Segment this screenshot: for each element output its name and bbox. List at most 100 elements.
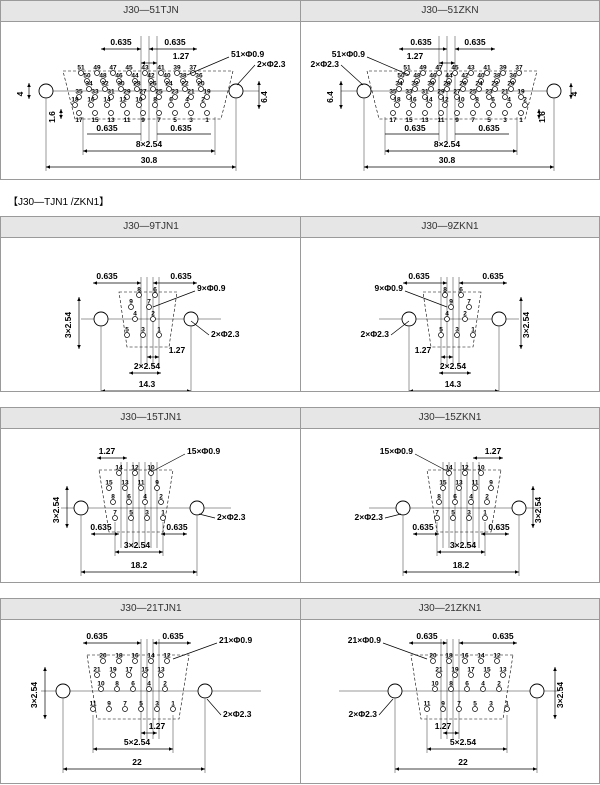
pin-number: 10 — [431, 681, 439, 688]
pin-contact — [494, 658, 500, 664]
arrow-head — [91, 532, 95, 536]
mounting-hole — [356, 83, 372, 99]
pin-number: 2 — [485, 494, 489, 501]
pin-count-label: 9×Φ0.9 — [197, 283, 226, 293]
pin-number: 7 — [157, 117, 161, 124]
arrow-head — [441, 355, 445, 359]
pin-count-label: 15×Φ0.9 — [380, 446, 413, 456]
pin-contact — [452, 499, 458, 505]
pin-contact — [482, 515, 488, 521]
pin-number: 40 — [163, 73, 171, 80]
pin-contact — [422, 110, 428, 116]
pin-number: 1 — [519, 117, 523, 124]
pin-contact — [204, 94, 210, 100]
pin-contact — [196, 78, 202, 84]
pin-number: 6 — [127, 494, 131, 501]
pin-number: 1 — [157, 327, 161, 334]
arrow-head — [499, 456, 503, 460]
pin-number: 41 — [157, 65, 165, 72]
pin-number: 9 — [129, 299, 133, 306]
dimension-label: 8×2.54 — [434, 139, 461, 149]
pin-contact — [76, 94, 82, 100]
pin-number: 2 — [201, 97, 205, 104]
pin-number: 1 — [205, 117, 209, 124]
leader-line — [390, 320, 410, 336]
pin-contact — [488, 706, 494, 712]
arrow-head — [59, 109, 63, 113]
pin-number: 5 — [125, 327, 129, 334]
arrow-head — [339, 105, 343, 109]
arrow-head — [409, 641, 413, 645]
pin-contact — [142, 499, 148, 505]
pin-contact — [454, 332, 460, 338]
pin-contact — [94, 672, 100, 678]
pin-contact — [452, 70, 458, 76]
pin-number: 3 — [145, 510, 149, 517]
mounting-hole — [189, 500, 205, 516]
pin-contact — [508, 86, 514, 92]
pin-contact — [138, 706, 144, 712]
dimension-label: 0.635 — [482, 271, 504, 281]
arrow-head — [157, 371, 161, 375]
mounting-hole — [73, 500, 89, 516]
pin-contact — [166, 86, 172, 92]
pin-contact — [504, 706, 510, 712]
pin-contact — [158, 672, 164, 678]
pin-number: 10 — [135, 97, 143, 104]
pin-contact — [204, 110, 210, 116]
pin-number: 18 — [393, 97, 401, 104]
pin-number: 4 — [133, 311, 137, 318]
dimension-label: 2×2.54 — [134, 361, 161, 371]
pin-number: 15 — [439, 480, 447, 487]
dimension-label: 3×2.54 — [555, 682, 565, 709]
dimension-label: 6.4 — [259, 91, 269, 103]
pin-contact — [486, 110, 492, 116]
pin-contact — [468, 499, 474, 505]
pin-number: 20 — [99, 653, 107, 660]
arrow-head — [513, 641, 517, 645]
pin-number: 17 — [75, 117, 83, 124]
pin-contact — [152, 102, 158, 108]
pin-number: 1 — [483, 510, 487, 517]
pin-contact — [72, 102, 78, 108]
pin-contact — [420, 70, 426, 76]
leader-line — [366, 56, 410, 76]
pin-contact — [506, 102, 512, 108]
pin-contact — [126, 672, 132, 678]
arrow-head — [553, 715, 557, 719]
dimension-label: 0.635 — [164, 37, 186, 47]
mounting-hole — [228, 83, 244, 99]
arrow-head — [503, 747, 507, 751]
pin-number: 41 — [483, 65, 491, 72]
pin-contact — [478, 470, 484, 476]
leader-line — [198, 513, 216, 519]
arrow-head — [459, 281, 463, 285]
pin-contact — [486, 94, 492, 100]
pin-contact — [470, 332, 476, 338]
pin-number: 50 — [83, 73, 91, 80]
pin-number: 26 — [149, 81, 157, 88]
arrow-head — [43, 667, 47, 671]
pin-contact — [76, 110, 82, 116]
pin-number: 9 — [489, 480, 493, 487]
pin-number: 7 — [457, 701, 461, 708]
pin-number: 4 — [445, 311, 449, 318]
pin-contact — [438, 110, 444, 116]
arrow-head — [97, 456, 101, 460]
arrow-head — [27, 83, 31, 87]
pin-number: 11 — [90, 701, 97, 708]
pin-number: 21 — [501, 89, 509, 96]
arrow-head — [513, 149, 517, 153]
title-j30-9zkn1: J30—9ZKN1 — [421, 221, 479, 232]
pin-contact — [446, 658, 452, 664]
dimension-label: 3×2.54 — [51, 497, 61, 524]
arrow-head — [385, 149, 389, 153]
pin-number: 10 — [477, 465, 485, 472]
pin-contact — [470, 110, 476, 116]
pin-contact — [432, 686, 438, 692]
leader-line — [186, 56, 230, 76]
pin-contact — [456, 485, 462, 491]
mounting-hole — [55, 683, 71, 699]
